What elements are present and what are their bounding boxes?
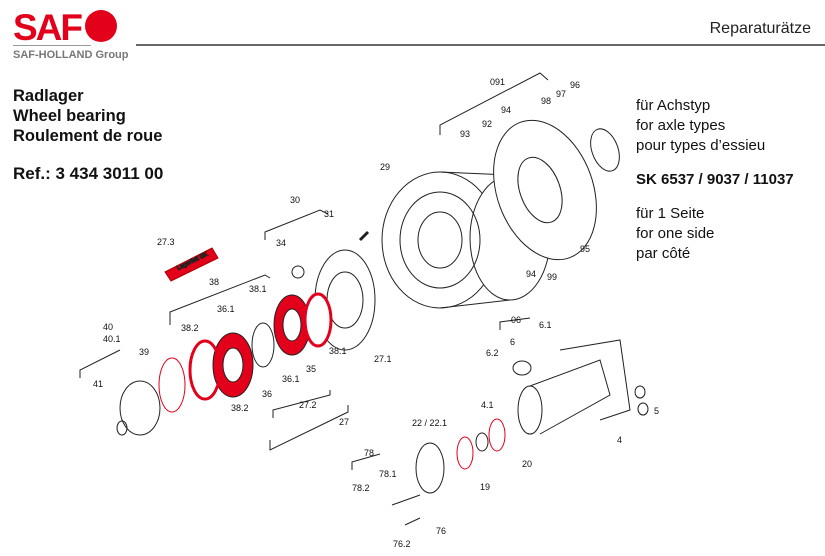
callout-97: 97 — [556, 89, 566, 99]
callout-41: 41 — [93, 379, 103, 389]
axle-types: SK 6537 / 9037 / 11037 — [636, 171, 794, 188]
header-rule — [136, 44, 825, 46]
callout-27-3: 27.3 — [157, 237, 175, 247]
callout-92: 92 — [482, 119, 492, 129]
brake-drum — [381, 171, 551, 309]
callout-34: 34 — [276, 238, 286, 248]
axle-stub — [391, 339, 649, 526]
axle-fr: pour types d’essieu — [636, 137, 766, 154]
callout-94: 94 — [526, 269, 536, 279]
title-de: Radlager — [13, 87, 84, 105]
callout-38-2: 38.2 — [231, 403, 249, 413]
side-de: für 1 Seite — [636, 205, 705, 222]
callout-76-2: 76.2 — [393, 539, 411, 549]
logo-divider — [13, 45, 91, 46]
dust-shield — [493, 119, 620, 261]
callout-36-1: 36.1 — [217, 304, 235, 314]
side-en: for one side — [636, 225, 715, 242]
callout-78-2: 78.2 — [352, 483, 370, 493]
title-en: Wheel bearing — [13, 107, 126, 125]
hub-cap — [116, 380, 161, 436]
callout-36: 36 — [262, 389, 272, 399]
callout-35: 35 — [306, 364, 316, 374]
callout-30: 30 — [290, 195, 300, 205]
axle-info: für Achstyp for axle types pour types d’… — [636, 96, 794, 264]
callout-27-1: 27.1 — [374, 354, 392, 364]
callout-6: 6 — [510, 337, 515, 347]
group-name: SAF-HOLLAND Group — [13, 49, 129, 61]
callout-38: 38 — [209, 277, 219, 287]
callout-36-1: 36.1 — [282, 374, 300, 384]
bearings — [158, 292, 333, 413]
product-title: Radlager Wheel bearing Roulement de roue — [13, 86, 162, 146]
saf-logo: SAF — [13, 7, 117, 49]
callout-40: 40 — [103, 322, 113, 332]
callout-06: 06 — [511, 315, 521, 325]
callout-091: 091 — [490, 77, 505, 87]
side-fr: par côté — [636, 245, 691, 262]
callout-27: 27 — [339, 417, 349, 427]
callout-95: 95 — [580, 244, 590, 254]
callout-6-1: 6.1 — [539, 320, 552, 330]
callout-20: 20 — [522, 459, 532, 469]
group-brackets — [79, 72, 549, 470]
callout-22-22-1: 22 / 22.1 — [412, 418, 447, 428]
section-title: Reparaturätze — [709, 20, 811, 37]
callout-78: 78 — [364, 448, 374, 458]
callout-5: 5 — [654, 406, 659, 416]
callout-99: 99 — [547, 272, 557, 282]
callout-4-1: 4.1 — [481, 400, 494, 410]
callout-96: 96 — [570, 80, 580, 90]
callout-38-1: 38.1 — [329, 346, 347, 356]
callout-76: 76 — [436, 526, 446, 536]
callout-19: 19 — [480, 482, 490, 492]
callout-98: 98 — [541, 96, 551, 106]
callout-4: 4 — [617, 435, 622, 445]
callout-31: 31 — [324, 209, 334, 219]
callout-labels: 091 96 97 98 94 92 93 29 30 31 34 27.3 95 94 99 38 38.1 4… — [93, 77, 659, 549]
callout-94: 94 — [501, 105, 511, 115]
callout-38-2: 38.2 — [181, 323, 199, 333]
callout-78-1: 78.1 — [379, 469, 397, 479]
reference-number: Ref.: 3 434 3011 00 — [13, 164, 164, 183]
axle-de: für Achstyp — [636, 97, 711, 114]
callout-39: 39 — [139, 347, 149, 357]
callout-27-2: 27.2 — [299, 400, 317, 410]
title-fr: Roulement de roue — [13, 127, 163, 145]
callout-29: 29 — [380, 162, 390, 172]
callout-6-2: 6.2 — [486, 348, 499, 358]
callout-40-1: 40.1 — [103, 334, 121, 344]
axle-en: for axle types — [636, 117, 726, 134]
callout-93: 93 — [460, 129, 470, 139]
callout-38-1: 38.1 — [249, 284, 267, 294]
